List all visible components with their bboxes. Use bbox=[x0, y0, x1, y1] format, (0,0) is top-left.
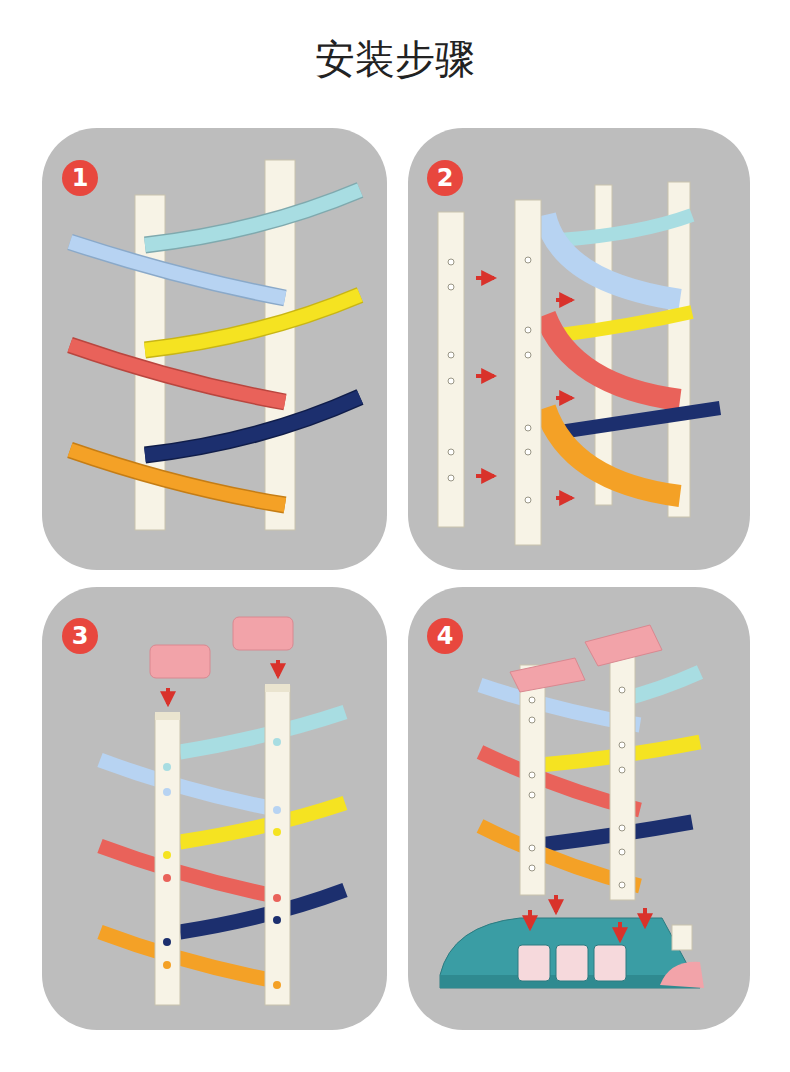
step-number: 3 bbox=[72, 624, 89, 648]
page-title: 安装步骤 bbox=[315, 32, 475, 87]
step-number-badge: 3 bbox=[62, 618, 98, 654]
step-number: 2 bbox=[437, 166, 454, 190]
step-number-badge: 4 bbox=[427, 618, 463, 654]
step-number-badge: 2 bbox=[427, 160, 463, 196]
step-number: 4 bbox=[437, 624, 454, 648]
step-number: 1 bbox=[72, 166, 89, 190]
step-number-badge: 1 bbox=[62, 160, 98, 196]
